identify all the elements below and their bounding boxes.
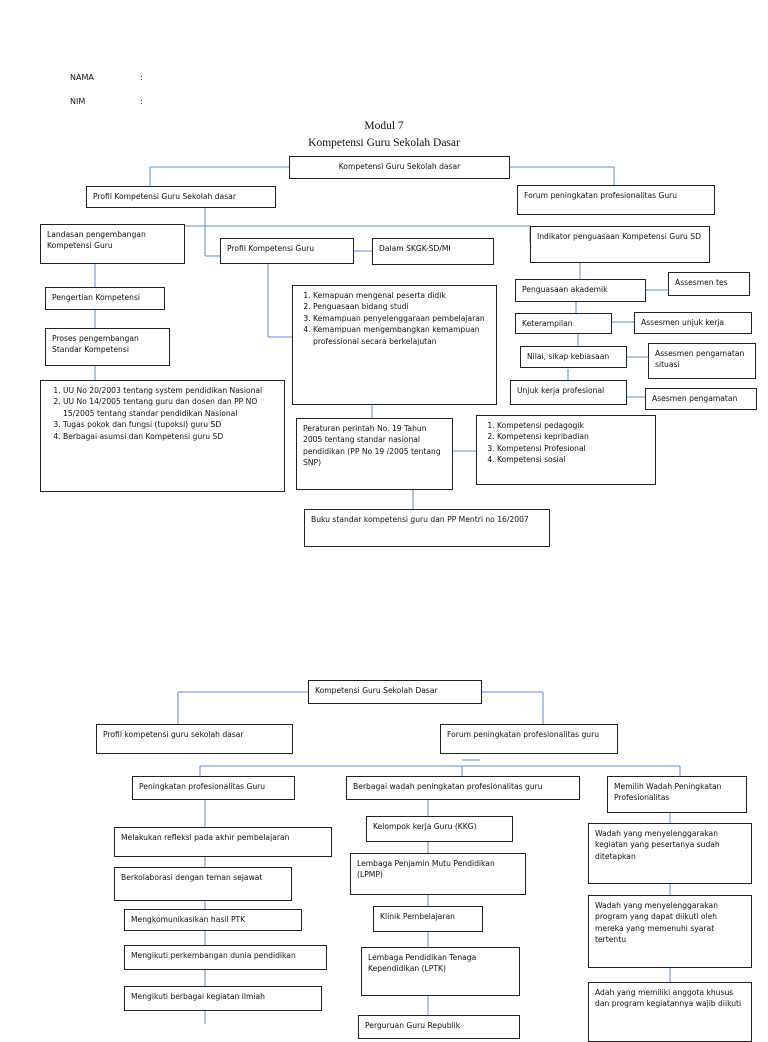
d1-landasan-list-box: UU No 20/2003 tentang system pendidikan … [40, 380, 285, 492]
list-item: UU No 14/2005 tentang guru dan dosen dan… [63, 396, 278, 419]
d2-forum-box: Forum peningkatan profesionalitas guru [440, 724, 618, 754]
d2-col2-head-box: Berbagai wadah peningkatan profesionalit… [346, 776, 580, 800]
d1-peraturan-box: Peraturan perintah No. 19 Tahun 2005 ten… [296, 418, 453, 490]
d2-root-box: Kompetensi Guru Sekolah Dasar [308, 680, 482, 704]
d2-col2-item-box: Lembaga Pendidikan Tenaga Kependidikan (… [361, 947, 520, 996]
module-title: Modul 7 [364, 120, 404, 132]
nama-colon: : [140, 73, 143, 82]
list-item: Kemampuan penyelenggaraan pembelajaran [313, 313, 490, 324]
list-item: Kompetensi Profesional [497, 443, 649, 454]
d2-col3-item-box: Wadah yang menyelenggarakan kegiatan yan… [588, 823, 752, 884]
d2-col2-item-box: Perguruan Guru Republik [358, 1015, 520, 1039]
kemampuan-list: Kemapuan mengenal peserta didik Penguasa… [295, 290, 490, 347]
list-item: Kemampuan mengembangkan kemampuan profes… [313, 324, 490, 347]
d1-pengertian-box: Pengertian Kompetensi [45, 287, 165, 310]
d1-kompetensi-box: Kompetensi pedagogik Kompetensi kepribad… [476, 415, 656, 485]
d2-col1-item-box: Melakukan refleksi pada akhir pembelajar… [114, 827, 332, 857]
d1-profil-kompetensi-box: Profil Kompetensi Guru [220, 238, 354, 264]
d1-kemampuan-box: Kemapuan mengenal peserta didik Penguasa… [292, 285, 497, 405]
d1-asesmen-situasi-box: Assesmen pengamatan situasi [648, 343, 756, 379]
d2-col2-item-box: Klinik Pembelajaran [373, 906, 483, 932]
kompetensi-list: Kompetensi pedagogik Kompetensi kepribad… [479, 420, 649, 466]
d2-col2-item-box: Lembaga Penjamin Mutu Pendidikan (LPMP) [350, 853, 526, 895]
d2-col1-head-box: Peningkatan profesionalitas Guru [132, 776, 295, 800]
module-subtitle: Kompetensi Guru Sekolah Dasar [308, 137, 460, 149]
d1-asesmen-pengamatan-box: Asesmen pengamatan [645, 388, 757, 410]
nama-label: NAMA [70, 73, 94, 82]
d2-col2-item-box: Kelompok kerja Guru (KKG) [366, 816, 513, 842]
nim-colon: : [140, 97, 143, 106]
landasan-list: UU No 20/2003 tentang system pendidikan … [45, 385, 278, 442]
d1-skgk-box: Dalam SKGK-SD/MI [372, 238, 494, 265]
d1-keterampilan-box: Keterampilan [515, 313, 612, 334]
d1-asesmen-unjuk-box: Assesmen unjuk kerja [634, 312, 752, 334]
list-item: UU No 20/2003 tentang system pendidikan … [63, 385, 278, 396]
d1-unjuk-box: Unjuk kerja profesional [510, 380, 627, 405]
d1-buku-box: Buku standar kompetensi guru dan PP Ment… [304, 509, 550, 547]
list-item: Kemapuan mengenal peserta didik [313, 290, 490, 301]
list-item: Tugas pokok dan fungsi (tupoksi) guru SD [63, 419, 278, 430]
d2-col3-item-box: Wadah yang menyelenggarakan program yang… [588, 895, 752, 968]
d2-col1-item-box: Mengkomunikasikan hasil PTK [124, 909, 302, 931]
d1-profil-box: Profil Kompetensi Guru Sekolah dasar [86, 186, 276, 208]
d1-nilai-box: Nilai, sikap kebiasaan [520, 346, 627, 368]
d2-col3-item-box: Adah yang memiliki anggota khusus dan pr… [588, 982, 752, 1042]
list-item: Berbagai asumsi dan Kompetensi guru SD [63, 431, 278, 442]
list-item: Kompetensi pedagogik [497, 420, 649, 431]
d2-col3-head-box: Memilih Wadah Peningkatan Profesionalita… [607, 776, 747, 813]
d2-col1-item-box: Berkolaborasi dengan teman sejawat [114, 867, 292, 901]
d1-asesmen-tes-box: Assesmen tes [668, 272, 750, 296]
d1-forum-box: Forum peningkatan profesionalitas Guru [517, 185, 715, 215]
d1-indikator-box: Indikator penguasaan Kompetensi Guru SD [530, 226, 710, 263]
d1-proses-box: Proses pengembangan Standar Kompetensi [45, 328, 170, 366]
list-item: Kompetensi sosial [497, 454, 649, 465]
list-item: Kompetensi kepribadian [497, 431, 649, 442]
nim-label: NIM [70, 97, 86, 106]
d1-landasan-box: Landasan pengembangan Kompetensi Guru [40, 224, 185, 264]
d1-akademik-box: Penguasaan akademik [515, 279, 646, 302]
d2-col1-item-box: Mengikuti perkembangan dunia pendidikan [124, 945, 327, 970]
d2-col1-item-box: Mengikuti berbagai kegiatan ilmiah [124, 986, 322, 1011]
d1-root-box: Kompetensi Guru Sekolah dasar [289, 156, 510, 179]
d2-profil-box: Profil kompetensi guru sekolah dasar [96, 724, 293, 754]
list-item: Penguasaan bidang studi [313, 301, 490, 312]
